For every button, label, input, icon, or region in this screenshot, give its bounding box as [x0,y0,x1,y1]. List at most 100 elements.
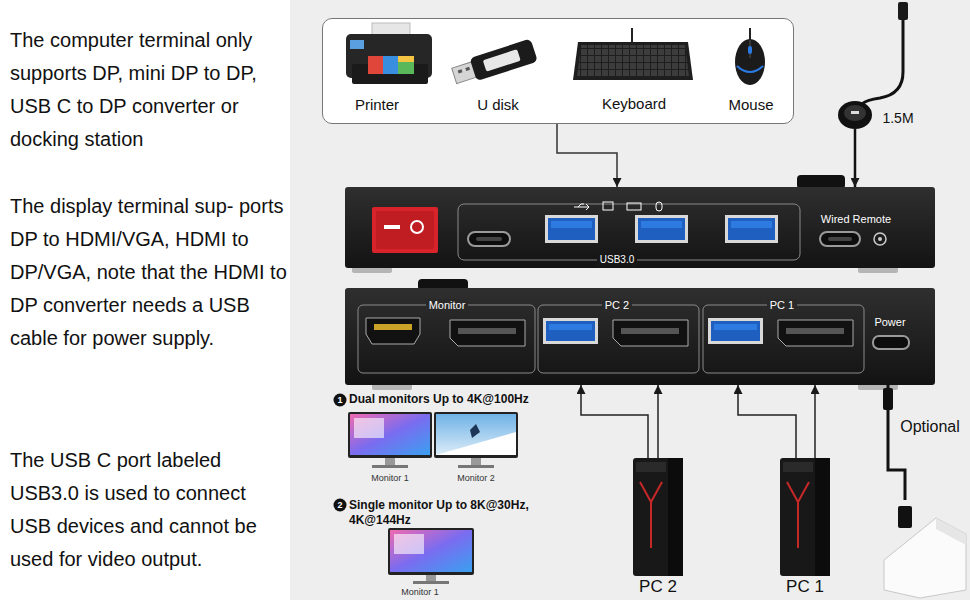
switch-front-panel [635,215,688,243]
switch-front-panel [638,218,685,240]
usb-drive-icon [470,39,538,82]
callout-number: 1 [337,395,342,405]
keyboard-icon [573,42,693,80]
port-group-label: Monitor [426,299,469,312]
switch-front-panel [384,225,400,229]
pc-tower-illustration [815,458,830,576]
pc-tower-illustration [633,458,683,576]
mode-heading: Dual monitors Up to 4K@100Hz [349,393,529,407]
printer-icon [346,23,432,84]
switch-back-panel [711,321,760,341]
monitor-icon [354,418,384,438]
pc-tower-illustration [636,462,666,472]
mode-heading: Single monitor Up to 8K@30Hz, 4K@144Hz [349,498,554,528]
switch-back-panel [621,328,679,334]
switch-front-panel [345,187,935,268]
monitor-caption: Monitor 1 [401,587,439,597]
monitor-caption: Monitor 1 [371,473,409,483]
switch-front-panel [574,204,589,210]
video-cable [657,385,659,458]
switch-front-panel [458,204,800,260]
monitor-icon [350,414,430,455]
switch-front-panel [411,221,423,233]
wired-remote-cable [862,2,908,104]
switch-front-panel [797,175,845,189]
monitor-icon [385,458,395,465]
callout-circle [334,499,347,512]
pc-tower-illustration [668,458,683,576]
port-group-label: USB3.0 [597,254,637,266]
port-group-label: PC 2 [602,299,632,312]
pc-label: PC 2 [639,577,677,597]
switch-back-panel [538,305,699,373]
monitor-icon [390,530,472,572]
device-label: Keyboard [602,95,666,112]
switch-back-panel [703,305,864,373]
monitor-icon [388,528,474,575]
switch-back-panel [549,324,592,330]
pc-label: PC 1 [786,577,824,597]
monitor-icon [471,458,481,465]
usb-cable [738,385,796,458]
switch-front-panel: USB3.0Wired Remote [345,187,935,268]
device-label: Printer [355,96,399,113]
switch-front-panel [728,218,775,240]
usb-power-adapter: Optional [882,500,962,595]
wired-remote-button [851,111,859,114]
switch-back-panel [613,320,688,346]
switch-front-panel [641,221,682,228]
printer-icon [368,56,383,74]
switch-front-panel [603,202,613,210]
switch-front-panel [874,233,886,245]
monitor-icon [348,412,432,458]
usb-drive-icon [450,39,537,88]
monitor-icon [436,432,516,455]
switch-back-panel [543,318,598,344]
monitor-icon [394,534,424,554]
switch-front-panel [656,202,662,211]
pc-tower-illustration [780,458,830,576]
usb-power-adapter [898,506,912,528]
monitor-icon [372,465,408,468]
cable-length: 1.5M [882,110,913,126]
switch-front-panel [731,221,772,228]
switch-back-panel [450,320,525,346]
switch-front-panel [725,215,778,243]
callout-number: 2 [337,500,342,510]
note-paragraph: The computer terminal only supports DP, … [10,24,290,156]
switch-back-panel [345,288,935,385]
switch-back-panel [546,321,595,341]
usb-power-adapter [936,518,966,545]
switch-front-panel [372,207,438,253]
wired-remote-button [838,101,872,129]
mouse-icon [749,28,751,40]
monitor-icon [470,424,480,438]
mouse-icon [748,46,752,54]
switch-front-panel [468,232,510,246]
wired-remote-cable [862,20,903,104]
switch-back-panel [714,324,757,330]
printer-icon [368,56,414,74]
pc-tower-illustration [783,462,813,472]
pc-tower-illustration [633,458,830,576]
keyboard-icon [573,28,693,80]
printer-icon [383,56,398,74]
switch-back-panel [786,328,844,334]
monitor-icon [458,465,494,468]
monitor-icon [434,412,518,458]
monitor-icon [413,581,449,584]
data-line [557,124,617,187]
printer-icon [350,40,364,49]
switch-front-panel [548,218,595,240]
callout-circle [334,394,347,407]
usb-cable [581,385,648,458]
port-label: Power [874,316,905,329]
switch-back-panel [458,328,516,334]
device-label: Mouse [728,96,773,113]
switch-back-panel [374,324,412,330]
switch-front-panel [551,221,592,228]
device-group-box: PrinterU diskKeyboardMouse [322,18,794,124]
illustration-ground [290,0,970,600]
power-cable [888,385,905,500]
